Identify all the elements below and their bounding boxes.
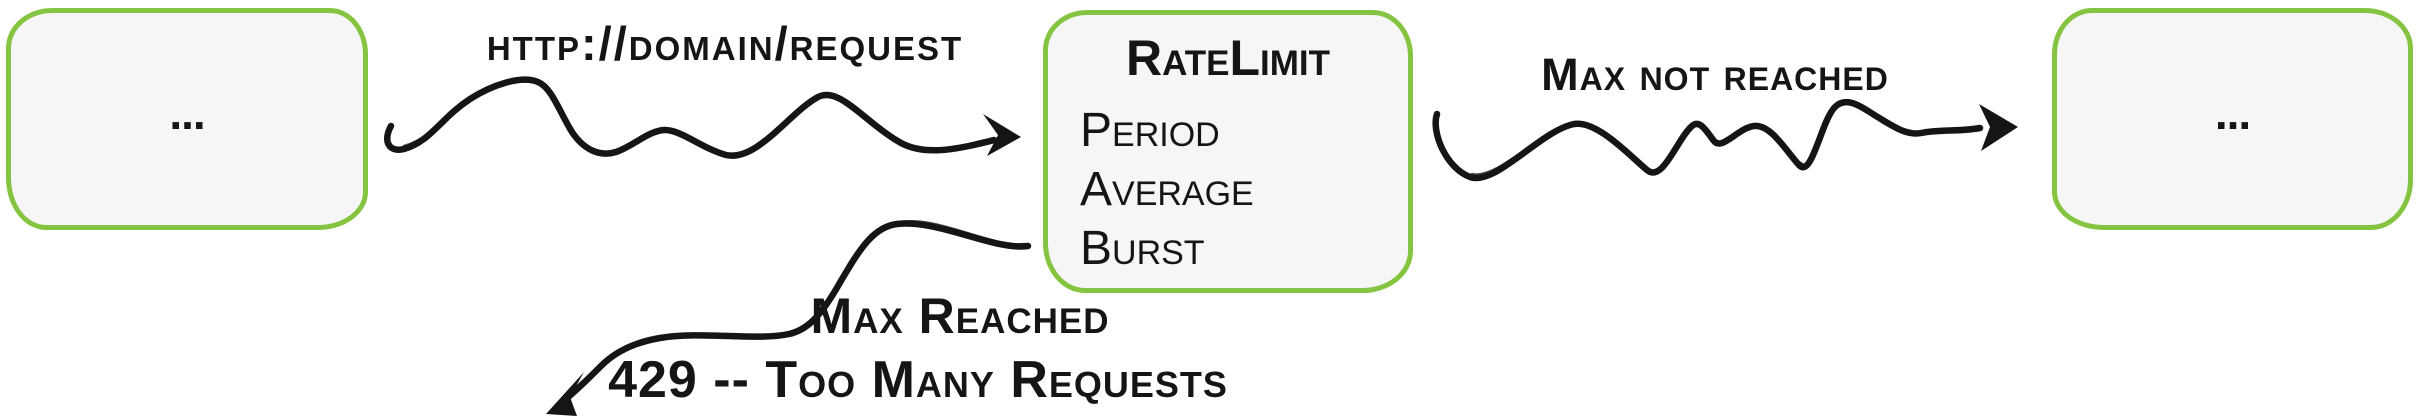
- max-reached-edge-label: Max Reached: [810, 288, 1110, 344]
- ratelimit-items: Period Average Burst: [1080, 101, 1254, 278]
- request-edge-label: http://domain/request: [486, 17, 964, 70]
- left-node: ...: [6, 8, 368, 230]
- ratelimit-title: RateLimit: [1125, 30, 1331, 86]
- max-not-reached-arrowhead-icon: [1979, 104, 2018, 151]
- right-node-ellipsis: ...: [2214, 87, 2251, 139]
- ratelimit-item-burst: Burst: [1080, 222, 1205, 275]
- request-arrowhead-icon: [983, 114, 1021, 156]
- max-reached-arrowhead-icon: [546, 372, 584, 416]
- ratelimit-node: RateLimit Period Average Burst: [1043, 10, 1413, 293]
- max-not-reached-arrow: [1432, 98, 2018, 182]
- right-node: ...: [2052, 8, 2413, 230]
- ratelimit-item-average: Average: [1080, 163, 1254, 216]
- request-arrow: [384, 76, 1021, 159]
- too-many-requests-label: 429 -- Too Many Requests: [608, 351, 1228, 409]
- ratelimit-item-period: Period: [1080, 104, 1220, 157]
- max-not-reached-edge-label: Max not reached: [1541, 49, 1889, 100]
- left-node-ellipsis: ...: [169, 87, 205, 139]
